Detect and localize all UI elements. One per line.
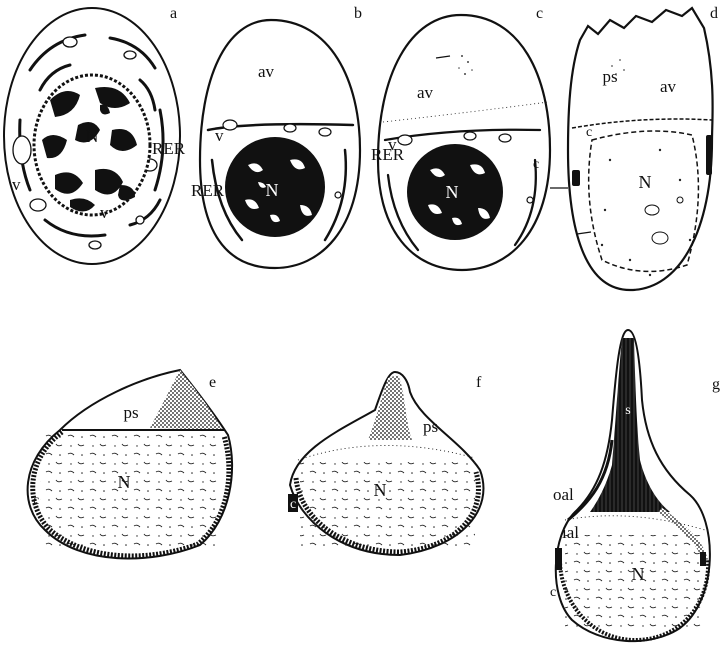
label-g-oal: oal — [553, 485, 574, 504]
panel-a: N RER v v a — [4, 5, 186, 264]
c-dark-g2 — [700, 552, 706, 566]
label-e-ps: ps — [123, 403, 138, 422]
label-c-c: c — [533, 157, 539, 172]
label-a-v2: v — [100, 203, 109, 222]
label-b-v: v — [215, 126, 224, 145]
label-g-s: s — [625, 403, 630, 418]
label-e-nucleus: N — [118, 472, 131, 492]
label-e-c: c — [33, 493, 39, 508]
label-f-ps: ps — [423, 417, 438, 436]
label-a-rer: RER — [152, 139, 186, 158]
label-d-ps: ps — [602, 67, 617, 86]
panel-letter-e: e — [209, 374, 216, 391]
panel-letter-b: b — [354, 5, 362, 22]
label-g-c: c — [550, 585, 556, 600]
label-a-v1: v — [12, 175, 21, 194]
panel-d: ps av c N d — [550, 5, 718, 290]
label-c-vacuole: av — [417, 83, 434, 102]
label-b-nucleus: N — [266, 180, 279, 200]
panel-b: av N RER v b — [191, 5, 362, 268]
panel-g: s oal ial N c g — [550, 330, 720, 641]
panel-letter-c: c — [536, 5, 543, 22]
label-f-nucleus: N — [374, 480, 387, 500]
label-g-ial: ial — [562, 523, 579, 542]
label-b-rer: RER — [191, 181, 225, 200]
panel-e: ps N c e — [28, 370, 232, 559]
panel-letter-f: f — [476, 374, 482, 391]
label-d-vacuole: av — [660, 77, 677, 96]
panel-letter-d: d — [710, 5, 718, 22]
panel-f: ps N c f — [288, 372, 483, 555]
label-f-c: c — [290, 497, 296, 512]
label-b-vacuole: av — [258, 62, 275, 81]
label-g-nucleus: N — [632, 564, 645, 584]
label-c-v: v — [388, 135, 397, 154]
label-d-c: c — [586, 125, 592, 140]
label-a-nucleus: N — [86, 126, 99, 146]
cell-d-outline — [568, 8, 713, 290]
panel-letter-g: g — [712, 376, 720, 393]
panel-c: av N RER v c c — [371, 5, 550, 270]
label-d-nucleus: N — [639, 172, 652, 192]
panel-letter-a: a — [170, 5, 177, 22]
label-c-nucleus: N — [446, 182, 459, 202]
c-dark-g — [555, 548, 562, 570]
